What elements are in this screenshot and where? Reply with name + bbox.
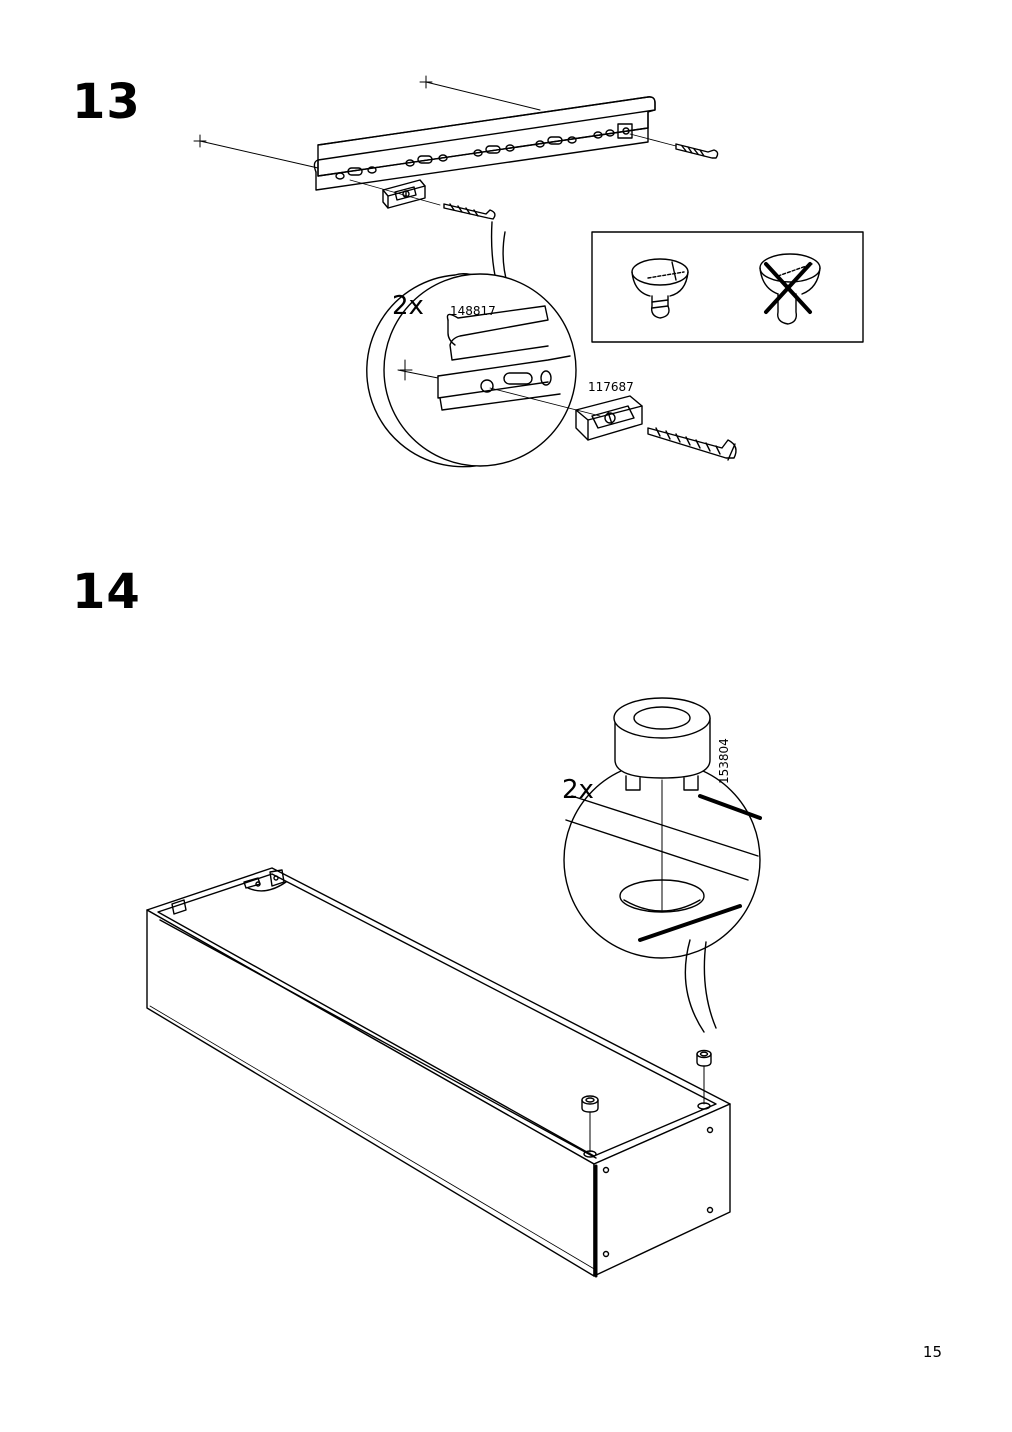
spacer-screw (443, 203, 496, 220)
rail-part-number: 148817 (450, 304, 496, 318)
step-13-quantity: 2x (392, 291, 424, 321)
callout-circle-14 (563, 761, 762, 959)
wall-cabinet (146, 867, 731, 1278)
suspension-rail (313, 96, 656, 191)
foot-part (613, 697, 711, 791)
callout-circle-13 (366, 273, 577, 468)
step-13-illustration (193, 75, 864, 468)
page-number: 15 (922, 1343, 942, 1361)
step-13-number: 13 (72, 74, 141, 130)
screw-hint-box (591, 231, 864, 343)
screw-correct-icon (631, 258, 689, 319)
rail-guide-lines (193, 75, 541, 169)
foot-right-installed (696, 1049, 712, 1110)
step-14-illustration (146, 697, 762, 1278)
foot-part-number: 153804 (717, 738, 731, 784)
foot-left-installed (581, 1095, 599, 1158)
callout-tail-14 (684, 939, 717, 1033)
step-14-quantity: 2x (562, 775, 594, 805)
callout-screw (647, 427, 737, 461)
spacer-part-number: 117687 (588, 380, 634, 394)
step-14-number: 14 (72, 564, 141, 620)
rail-screw-right (629, 133, 719, 159)
spacer-block (382, 179, 426, 209)
screw-wrong-icon (759, 253, 821, 325)
callout-spacer (489, 387, 643, 441)
